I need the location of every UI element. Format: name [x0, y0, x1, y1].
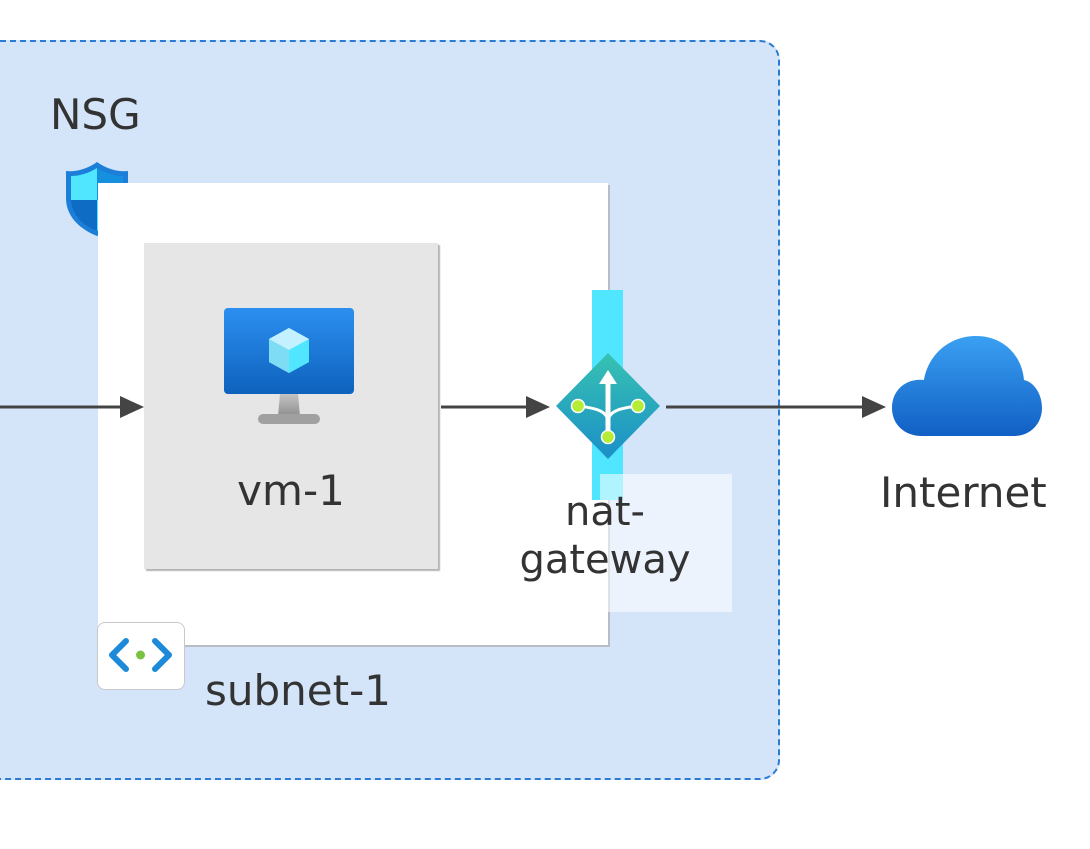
vm-label: vm-1 [237, 466, 345, 515]
subnet-icon [97, 622, 185, 690]
subnet-label: subnet-1 [205, 666, 391, 715]
nat-gateway-icon[interactable] [553, 350, 663, 462]
subnet-brackets-icon [109, 638, 172, 672]
arrow-vm-to-nat [441, 396, 550, 418]
nat-label-background [600, 474, 732, 612]
internet-label: Internet [880, 468, 1047, 517]
nsg-label: NSG [50, 90, 141, 139]
cloud-icon[interactable] [892, 328, 1042, 438]
arrow-into-vm [0, 396, 144, 418]
nat-gateway-label: nat- gateway [519, 489, 691, 583]
virtual-machine-icon [224, 308, 354, 424]
arrow-nat-to-internet [666, 396, 886, 418]
